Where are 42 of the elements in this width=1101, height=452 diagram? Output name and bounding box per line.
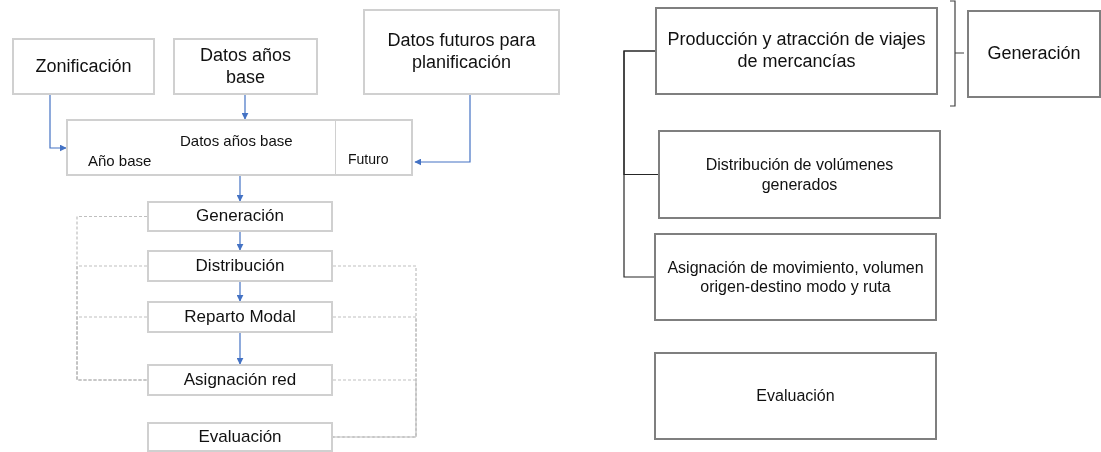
process-box bbox=[147, 422, 333, 452]
node-label: Distribución bbox=[194, 255, 286, 277]
connector-line bbox=[332, 379, 417, 438]
process-box bbox=[147, 201, 333, 232]
arrow bbox=[414, 94, 471, 166]
process-box bbox=[147, 364, 333, 396]
node-label: Datos futuros para planificación bbox=[386, 30, 537, 74]
node-label: Zonificación bbox=[34, 55, 133, 78]
node-label: Asignación de movimiento, volumen origen-destino modo y ruta bbox=[666, 257, 925, 297]
process-box bbox=[147, 301, 333, 333]
node-label: Futuro bbox=[348, 151, 389, 168]
node-label: Evaluación bbox=[755, 386, 836, 406]
connector-line bbox=[332, 316, 417, 438]
connector-line bbox=[76, 316, 148, 381]
process-box bbox=[173, 38, 318, 95]
process-box bbox=[363, 9, 560, 95]
process-box bbox=[654, 233, 937, 321]
node-label: Año base bbox=[88, 152, 152, 170]
connector-line bbox=[76, 265, 148, 381]
node-label: Generación bbox=[195, 206, 285, 227]
node-label: Datos años base bbox=[198, 44, 293, 89]
connector-line bbox=[623, 50, 656, 278]
node-label: Asignación red bbox=[182, 369, 298, 391]
node-label: Datos años base bbox=[180, 132, 293, 150]
node-label: Reparto Modal bbox=[183, 306, 297, 328]
node-label: Evaluación bbox=[197, 426, 283, 448]
arrow bbox=[236, 231, 244, 251]
process-box bbox=[654, 352, 937, 440]
process-box bbox=[655, 7, 938, 95]
arrow bbox=[236, 175, 244, 202]
node-label: Producción y atracción de viajes de mercancías bbox=[666, 29, 927, 73]
arrow bbox=[241, 94, 249, 120]
process-box bbox=[658, 130, 941, 219]
process-box bbox=[12, 38, 155, 95]
process-box bbox=[147, 250, 333, 282]
arrow bbox=[236, 332, 244, 365]
node-label: Generación bbox=[986, 43, 1082, 65]
node-label: Distribución de volúmenes generados bbox=[704, 155, 895, 194]
process-box bbox=[66, 119, 413, 176]
arrow bbox=[49, 94, 67, 152]
process-box bbox=[967, 10, 1101, 98]
arrow bbox=[236, 281, 244, 302]
